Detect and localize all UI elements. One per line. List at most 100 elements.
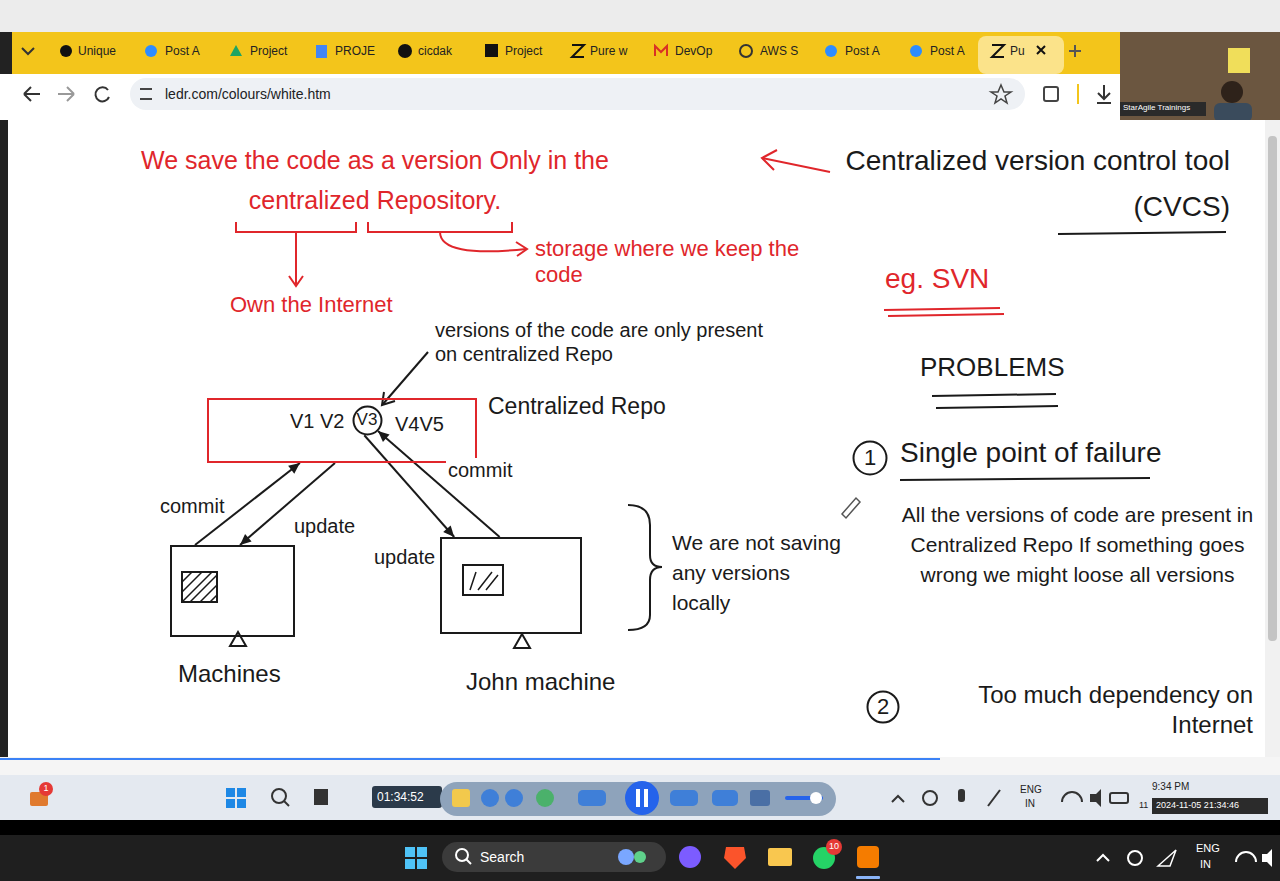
presenter-head bbox=[1221, 81, 1243, 103]
tab-title: Post A bbox=[165, 44, 200, 58]
address-row bbox=[0, 74, 1120, 120]
pause-bar bbox=[644, 789, 648, 807]
text-slot: eg. SVN bbox=[885, 262, 989, 296]
text-slot: 11 bbox=[1139, 800, 1148, 811]
red-bracket bbox=[236, 222, 356, 232]
edge-label: update bbox=[372, 545, 437, 569]
text-slot: Pure w bbox=[590, 44, 627, 58]
badge-count: 1 bbox=[40, 783, 52, 794]
presenter-name: StarAgile Trainings bbox=[1123, 103, 1190, 113]
tab-title: cicdak bbox=[418, 44, 452, 58]
badge-count: 10 bbox=[826, 841, 842, 852]
text-slot: DevOp bbox=[675, 44, 712, 58]
timestamp-overlay bbox=[1152, 798, 1268, 814]
sticky-note bbox=[1228, 48, 1250, 73]
toolbar-separator bbox=[1077, 84, 1079, 104]
node-text: V3 bbox=[357, 410, 378, 430]
circle-stroke bbox=[353, 406, 381, 434]
edge-label: update bbox=[292, 514, 357, 538]
wifi-icon bbox=[1236, 852, 1256, 862]
forward-button bbox=[670, 790, 698, 806]
code-hatching bbox=[470, 572, 498, 590]
tab-title: Project bbox=[250, 44, 287, 58]
text-slot: AWS S bbox=[760, 44, 798, 58]
clock-overlay bbox=[372, 786, 442, 808]
tab-icon bbox=[655, 46, 667, 56]
section-heading: PROBLEMS bbox=[920, 352, 1065, 383]
text-slot: We are not saving any versions locally bbox=[672, 528, 850, 618]
tray-caret bbox=[1097, 855, 1109, 861]
tab-icon bbox=[572, 45, 584, 57]
text-slot: IN bbox=[1200, 858, 1211, 871]
tab-menu-chevron bbox=[22, 48, 34, 54]
text-slot: ledr.com/colours/white.htm bbox=[165, 86, 331, 103]
example-note: eg. SVN bbox=[885, 262, 989, 296]
text-slot: Single point of failure bbox=[900, 436, 1162, 470]
circle-stroke bbox=[868, 692, 899, 723]
code-file bbox=[182, 572, 217, 602]
start-logo bbox=[417, 859, 427, 869]
text-slot: V1 V2 bbox=[290, 409, 344, 433]
search-highlight bbox=[618, 849, 634, 865]
tab-title: Pu bbox=[1010, 44, 1025, 58]
text-slot: ENG bbox=[1196, 842, 1220, 855]
arrow-head bbox=[240, 534, 252, 545]
language-code: IN bbox=[1200, 858, 1211, 871]
tab-icon bbox=[60, 45, 72, 57]
red-arrowhead bbox=[289, 276, 303, 286]
language-code: IN bbox=[1025, 798, 1035, 810]
clock-time: 9:34 PM bbox=[1152, 781, 1189, 793]
new-tab-plus bbox=[1069, 45, 1081, 57]
text-slot: 9:34 PM bbox=[1152, 781, 1189, 793]
message-badge bbox=[826, 839, 842, 855]
text-slot: storage where we keep the code bbox=[535, 236, 825, 288]
tray-icon bbox=[1158, 850, 1176, 866]
taskbar-icon bbox=[536, 789, 554, 807]
text-slot: Own the Internet bbox=[230, 292, 393, 318]
red-arrowhead bbox=[762, 150, 777, 170]
tab-icon bbox=[145, 45, 157, 57]
start-logo bbox=[417, 847, 427, 857]
search-icon bbox=[284, 801, 289, 806]
text-slot: Unique bbox=[78, 44, 116, 58]
text-slot: 1 bbox=[40, 783, 52, 794]
text-slot: commit bbox=[446, 458, 514, 482]
red-underline bbox=[884, 308, 1004, 316]
text-slot: 2024-11-05 21:34:46 bbox=[1156, 800, 1239, 811]
code-file bbox=[463, 565, 503, 595]
player-icon bbox=[857, 846, 879, 868]
text-slot: Machines bbox=[178, 660, 281, 689]
text-slot: StarAgile Trainings bbox=[1123, 103, 1190, 113]
tab-icon bbox=[992, 45, 1004, 57]
machine-box: John machine bbox=[440, 537, 582, 634]
text-slot: 10 bbox=[826, 841, 842, 852]
start-logo bbox=[226, 788, 235, 797]
search-icon bbox=[466, 859, 471, 864]
red-note: storage where we keep the code bbox=[535, 236, 825, 288]
taskview-icon bbox=[314, 789, 328, 805]
clock-date: 11 bbox=[1139, 800, 1148, 811]
media-bar bbox=[440, 782, 836, 816]
rewind-button bbox=[578, 790, 606, 806]
tab-icon bbox=[910, 45, 922, 57]
pen-icon bbox=[988, 790, 1000, 806]
timestamp: 2024-11-05 21:34:46 bbox=[1156, 800, 1239, 811]
scrollbar-track bbox=[1265, 120, 1280, 757]
callout-note: versions of the code are only present on… bbox=[435, 318, 765, 366]
node-text: 1 bbox=[864, 445, 876, 471]
node-text: John machine bbox=[466, 668, 615, 697]
connector-line bbox=[364, 435, 454, 537]
inner-taskbar bbox=[0, 775, 1280, 820]
language-code: ENG bbox=[1196, 842, 1220, 855]
start-logo bbox=[237, 788, 246, 797]
tab-title: Post A bbox=[845, 44, 880, 58]
url-text: ledr.com/colours/white.htm bbox=[165, 86, 331, 103]
text-slot: 01:34:52 bbox=[377, 790, 424, 804]
red-note: Own the Internet bbox=[230, 292, 393, 318]
forward-arrow bbox=[58, 87, 74, 101]
language-code: ENG bbox=[1020, 784, 1042, 796]
red-arrow bbox=[295, 232, 297, 284]
leader-line bbox=[383, 352, 428, 404]
video-time: 01:34:52 bbox=[377, 790, 424, 804]
